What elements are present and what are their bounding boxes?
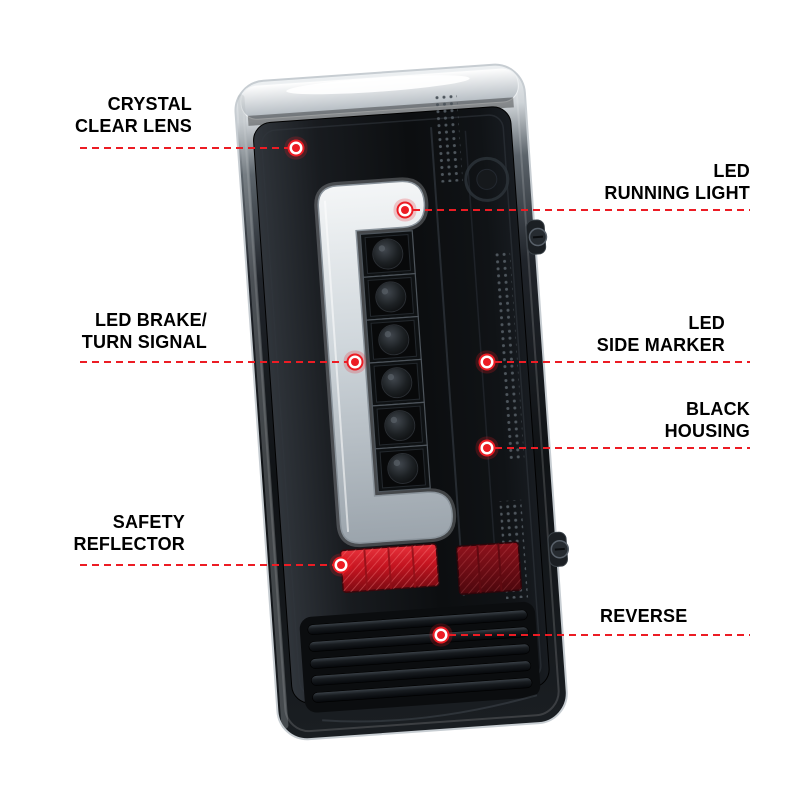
- callout-line-crystal-clear-lens: [80, 147, 288, 149]
- callout-marker-black-housing: [483, 444, 491, 452]
- reverse-ribs: [307, 609, 533, 703]
- callout-label-safety-reflector: SAFETY REFLECTOR: [73, 512, 185, 554]
- led-module: [359, 230, 416, 278]
- left-edge-highlight: [237, 94, 289, 729]
- led-module: [362, 272, 419, 321]
- callout-marker-led-side-marker: [483, 358, 491, 366]
- reverse-rib: [309, 643, 530, 669]
- callout-line-safety-reflector: [80, 564, 333, 566]
- callout-marker-reverse: [437, 631, 445, 639]
- bulb-socket: [464, 156, 510, 202]
- reverse-rib: [311, 660, 532, 686]
- mounting-screw-top: [525, 219, 548, 255]
- callout-label-led-brake-turn-signal: LED BRAKE/ TURN SIGNAL: [81, 310, 207, 352]
- led-module: [368, 358, 425, 407]
- callout-label-crystal-clear-lens: CRYSTAL CLEAR LENS: [74, 94, 192, 136]
- reverse-rib: [308, 626, 529, 652]
- callout-line-led-side-marker: [495, 361, 750, 363]
- bottom-edge-highlight: [322, 694, 538, 723]
- reverse-rib: [312, 677, 533, 703]
- running-light-bar: [317, 180, 453, 544]
- callout-line-black-housing: [495, 447, 750, 449]
- callout-marker-crystal-clear-lens: [292, 144, 300, 152]
- callout-label-led-side-marker: LED SIDE MARKER: [596, 313, 725, 355]
- callout-label-black-housing: BLACK HOUSING: [664, 399, 750, 441]
- mounting-screw-bottom: [547, 531, 570, 567]
- led-module: [365, 315, 422, 364]
- led-dot-texture: [434, 91, 463, 183]
- callout-line-led-brake-turn-signal: [80, 361, 347, 363]
- callout-label-reverse: REVERSE: [600, 606, 688, 626]
- lens-divider: [464, 130, 499, 590]
- side-reflector-red: [455, 541, 523, 595]
- led-module-column: [359, 230, 431, 493]
- callout-marker-led-running-light: [401, 206, 409, 214]
- led-module: [371, 401, 428, 450]
- callout-line-led-running-light: [413, 209, 750, 211]
- callout-label-led-running-light: LED RUNNING LIGHT: [604, 161, 750, 203]
- light-bar-highlight: [323, 200, 350, 533]
- lens-divider: [430, 127, 465, 597]
- callout-marker-safety-reflector: [337, 561, 345, 569]
- callout-line-reverse: [449, 634, 750, 636]
- reverse-rib: [307, 609, 528, 635]
- callout-marker-led-brake-turn-signal: [351, 358, 359, 366]
- led-dot-texture: [491, 249, 525, 461]
- led-module: [374, 444, 431, 493]
- safety-reflector-red: [339, 543, 440, 593]
